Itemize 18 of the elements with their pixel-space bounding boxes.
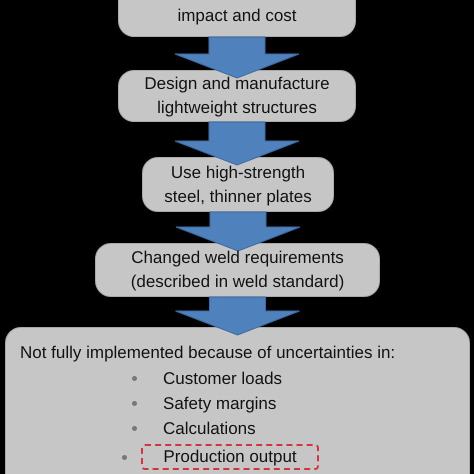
process-box <box>142 157 334 212</box>
block-arrow <box>175 296 300 336</box>
block-arrow <box>174 36 300 79</box>
box-text: Changed weld requirements (described in weld standard) <box>130 247 346 293</box>
list-item: Calculations <box>163 418 256 440</box>
process-box <box>95 243 380 297</box>
box-text: Design and manufacture lightweight structures <box>143 73 331 119</box>
highlight-box <box>141 444 319 470</box>
process-box <box>5 327 470 474</box>
list-item: Safety margins <box>163 392 276 414</box>
box-text: Use high-strength steel, thinner plates <box>163 162 313 208</box>
process-box <box>118 70 356 122</box>
block-arrow <box>176 212 300 252</box>
list-item: Customer loads <box>163 368 282 390</box>
box-text: impact and cost <box>177 5 297 27</box>
box-heading: Not fully implemented because of uncertainties in: <box>20 342 396 364</box>
block-arrow <box>174 122 300 166</box>
box-text: Production output <box>163 446 297 468</box>
